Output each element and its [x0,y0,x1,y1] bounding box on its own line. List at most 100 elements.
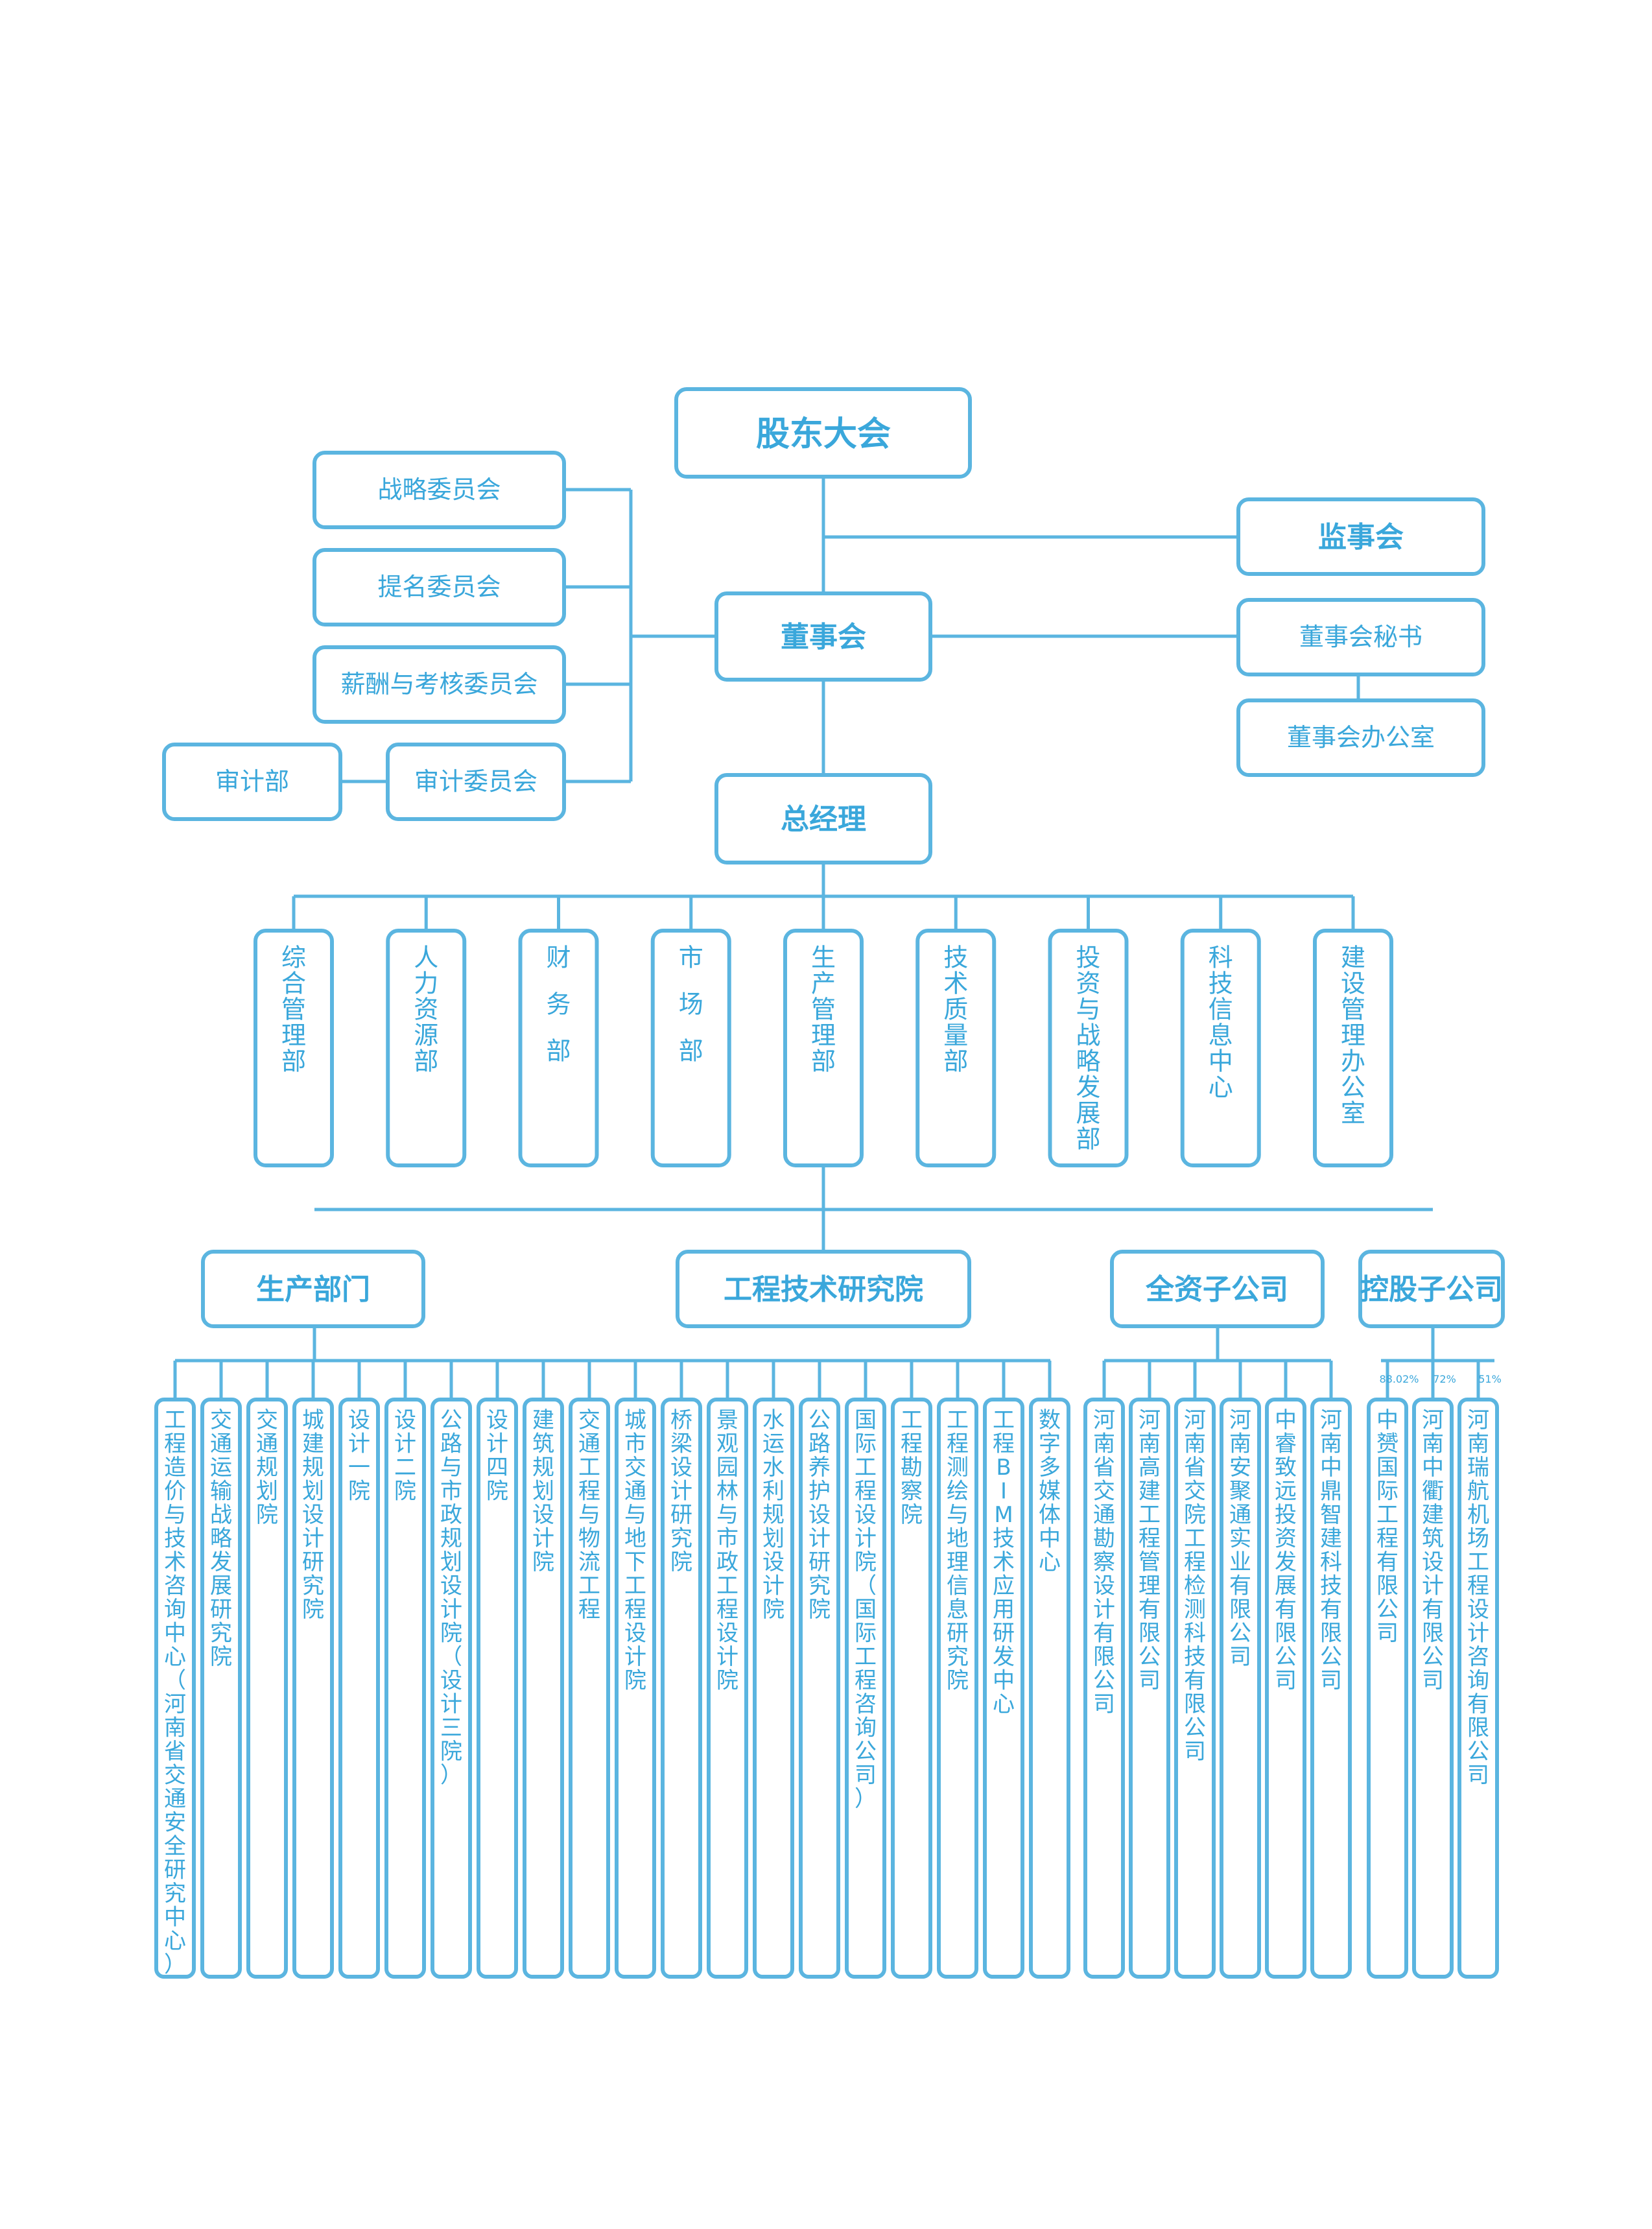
production-unit-label: 交通规划院 [256,1407,278,1528]
production-unit-label: 建筑规划设计院 [532,1407,554,1575]
production-unit-label: 国际工程设计院（国际工程咨询公司） [855,1407,877,1812]
production-units: 工程造价与技术咨询中心（河南省交通安全研究中心） 交通运输战略发展研究院 交通规划院… [154,1361,1070,1979]
holding-company-box [1457,1398,1499,1979]
audit-dept-label: 审计部 [215,767,289,796]
production-unit-box [477,1398,518,1979]
production-unit-box [200,1398,242,1979]
holding-company-box [1367,1398,1408,1979]
department-label: 市场部 [679,943,703,1065]
gm-box [714,773,932,864]
holding-company-label: 河南中衢建筑设计有限公司 [1422,1407,1444,1694]
wholly-company-box [1129,1398,1170,1979]
production-unit-label: 工程造价与技术咨询中心（河南省交通安全研究中心） [164,1407,186,1978]
production-unit-box [661,1398,702,1979]
department-label: 财务部 [546,943,571,1065]
production-unit-label: 交通工程与物流工程 [578,1407,600,1623]
audit-dept-box [162,743,342,821]
production-unit-label: 数字多媒体中心 [1039,1407,1061,1575]
production-unit-box [983,1398,1024,1979]
supervisors-box [1236,497,1485,576]
wholly-company-box [1265,1398,1306,1979]
production-unit-box [799,1398,840,1979]
production-unit-box [431,1398,472,1979]
department-box [1048,929,1129,1167]
board-secretary-box [1236,598,1485,676]
production-unit-label: 设计二院 [394,1407,416,1505]
committee-label: 薪酬与考核委员会 [340,670,537,698]
board-secretary-label: 董事会秘书 [1299,623,1422,651]
production-unit-label: 城建规划设计研究院 [302,1407,324,1623]
production-unit-box [937,1398,978,1979]
category-wholly-box [1110,1250,1325,1328]
department-label: 人力资源部 [414,943,438,1075]
production-unit-box [292,1398,334,1979]
board-office-box [1236,698,1485,777]
wholly-company-label: 河南中鼎智建科技有限公司 [1320,1407,1342,1694]
production-unit-box [753,1398,794,1979]
committee-box [313,451,566,529]
production-unit-box [338,1398,380,1979]
production-unit-box [891,1398,932,1979]
production-unit-label: 设计一院 [348,1407,370,1505]
wholly-company-box [1174,1398,1216,1979]
category-holding-box [1358,1250,1505,1328]
holding-company-label: 河南瑞航机场工程设计咨询有限公司 [1467,1407,1489,1789]
production-unit-label: 桥梁设计研究院 [670,1407,692,1575]
production-unit-label: 设计四院 [486,1407,508,1505]
holding-company-label: 中赟国际工程有限公司 [1376,1407,1398,1647]
wholly-company-label: 中睿致远投资发展有限公司 [1275,1407,1297,1694]
gm-label: 总经理 [781,803,866,836]
category-wholly-label: 全资子公司 [1145,1273,1288,1306]
shareholders-label: 股东大会 [756,415,891,454]
production-unit-box [384,1398,426,1979]
wholly-company-label: 河南省交院工程检测科技有限公司 [1184,1407,1206,1765]
production-unit-box [1029,1398,1070,1979]
department-box [1180,929,1261,1167]
production-unit-label: 交通运输战略发展研究院 [210,1407,232,1670]
committee-label: 审计委员会 [414,767,537,796]
department-label: 科技信息中心 [1209,943,1233,1101]
holding-share-label: 88.02% [1379,1373,1419,1385]
department-label: 综合管理部 [281,943,306,1075]
department-box [1313,929,1393,1167]
departments: 综合管理部人力资源部财务部市场部生产管理部技术质量部投资与战略发展部科技信息中心… [254,896,1393,1167]
production-unit-label: 城市交通与地下工程设计院 [624,1407,646,1694]
production-unit-label: 公路与市政规划设计院（设计三院） [440,1407,462,1789]
board-office-label: 董事会办公室 [1287,723,1435,752]
holding-share-label: 51% [1478,1373,1502,1385]
wholly-company-label: 河南省交通勘察设计有限公司 [1093,1407,1115,1717]
production-unit-box [707,1398,748,1979]
wholly-company-box [1310,1398,1352,1979]
wholly-company-label: 河南高建工程管理有限公司 [1139,1407,1161,1694]
committee-box [313,548,566,626]
department-box [254,929,334,1167]
wholly-company-label: 河南安聚通实业有限公司 [1229,1407,1251,1670]
department-box [915,929,997,1167]
shareholders-box [674,387,972,479]
supervisors-label: 监事会 [1318,521,1404,554]
holding-company-box [1412,1398,1454,1979]
production-unit-box [523,1398,564,1979]
category-holding-label: 控股子公司 [1360,1273,1503,1306]
holding-share-label: 72% [1433,1373,1456,1385]
production-unit-box [154,1398,196,1979]
wholly-company-box [1220,1398,1261,1979]
department-box [783,929,864,1167]
production-unit-label: 工程测绘与地理信息研究院 [947,1407,969,1694]
production-unit-box [569,1398,610,1979]
production-unit-label: 景观园林与市政工程设计院 [716,1407,738,1694]
category-research-label: 工程技术研究院 [724,1273,923,1306]
department-label: 生产管理部 [811,943,836,1075]
production-unit-box [615,1398,656,1979]
production-unit-box [845,1398,886,1979]
production-unit-box [246,1398,288,1979]
wholly-company-box [1083,1398,1125,1979]
department-box [518,929,599,1167]
department-label: 技术质量部 [943,943,968,1075]
board-label: 董事会 [781,621,866,654]
department-box [650,929,731,1167]
wholly-owned-companies: 河南省交通勘察设计有限公司 河南高建工程管理有限公司 河南省交院工程检测科技有限公司… [1083,1361,1352,1979]
